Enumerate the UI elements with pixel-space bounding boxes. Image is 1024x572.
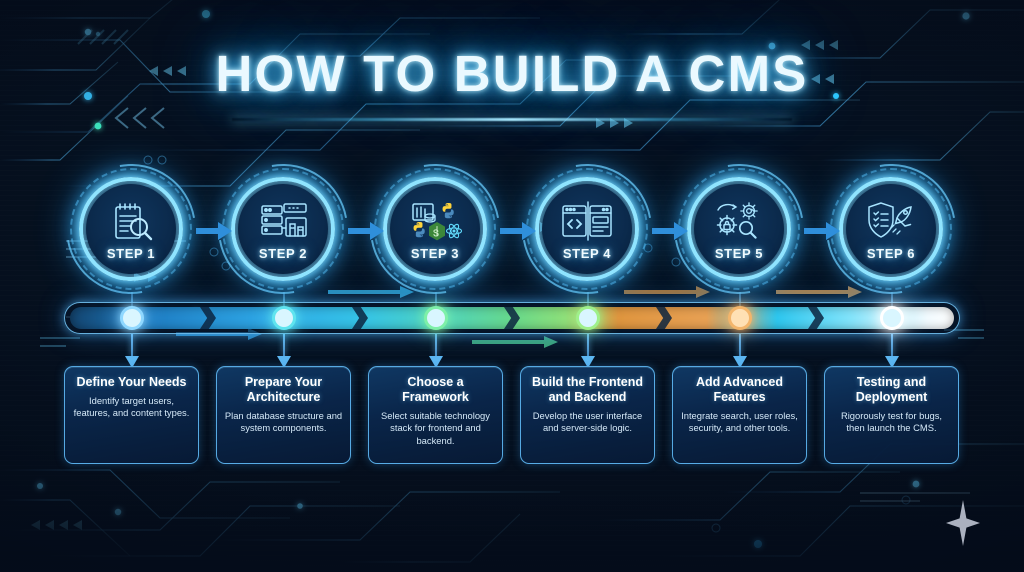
- step-card-1[interactable]: Define Your Needs Identify target users,…: [64, 366, 199, 464]
- step-label: STEP 2: [258, 245, 308, 261]
- drop-4: [581, 334, 595, 368]
- ring-inner: STEP 1: [86, 184, 176, 274]
- step-circle-row: STEP 1: [0, 138, 1024, 320]
- ring-inner: STEP 4: [542, 184, 632, 274]
- link-circle-4: [587, 292, 589, 310]
- link-circle-5: [739, 292, 741, 310]
- arrow-2-to-3: [348, 220, 386, 242]
- step-circle-6[interactable]: STEP 6: [800, 138, 982, 320]
- decor-arrow-b: [328, 286, 414, 298]
- code-window-icon: [560, 200, 614, 242]
- step-circle-3[interactable]: STEP 3: [344, 138, 526, 320]
- step-circle-1[interactable]: STEP 1: [40, 138, 222, 320]
- arrow-5-to-6: [804, 220, 842, 242]
- ring-inner: STEP 2: [238, 184, 328, 274]
- card-title: Define Your Needs: [76, 375, 187, 389]
- timeline-node-4[interactable]: [576, 306, 600, 330]
- shield-rocket-icon: [864, 200, 918, 242]
- card-title: Testing and Deployment: [855, 375, 928, 404]
- link-circle-3: [435, 292, 437, 310]
- card-title: Add Advanced Features: [695, 375, 784, 404]
- card-title: Build the Frontend and Backend: [531, 375, 644, 404]
- link-circle-2: [283, 292, 285, 310]
- page-title: HOW TO BUILD A CMS: [215, 45, 809, 102]
- card-title: Prepare Your Architecture: [244, 375, 323, 404]
- step-circle-4[interactable]: STEP 4: [496, 138, 678, 320]
- progress-timeline[interactable]: [64, 302, 960, 334]
- step-label: STEP 3: [410, 245, 460, 261]
- tech-stack-logos-icon: [408, 200, 463, 242]
- ring-inner: STEP 6: [846, 184, 936, 274]
- arrow-4-to-5: [652, 220, 690, 242]
- gears-lock-search-icon: [712, 200, 766, 242]
- step-circle-5[interactable]: STEP 5: [648, 138, 830, 320]
- step-card-5[interactable]: Add Advanced Features Integrate search, …: [672, 366, 807, 464]
- server-blueprint-icon: [256, 200, 310, 242]
- drop-2: [277, 334, 291, 368]
- step-card-3[interactable]: Choose a Framework Select suitable techn…: [368, 366, 503, 464]
- four-point-star-icon: [946, 500, 980, 546]
- step-circle-2[interactable]: STEP 2: [192, 138, 374, 320]
- step-card-6[interactable]: Testing and Deployment Rigorously test f…: [824, 366, 959, 464]
- card-description: Integrate search, user roles, security, …: [681, 409, 798, 434]
- ring-inner: STEP 3: [390, 184, 480, 274]
- decor-arrow-e: [776, 286, 862, 298]
- link-circle-6: [891, 292, 893, 310]
- timeline-node-5[interactable]: [728, 306, 752, 330]
- notepad-magnifier-icon: [104, 200, 158, 242]
- ring-inner: STEP 5: [694, 184, 784, 274]
- drop-6: [885, 334, 899, 368]
- drop-5: [733, 334, 747, 368]
- decor-arrow-d: [624, 286, 710, 298]
- step-card-2[interactable]: Prepare Your Architecture Plan database …: [216, 366, 351, 464]
- timeline-node-3[interactable]: [424, 306, 448, 330]
- timeline-node-2[interactable]: [272, 306, 296, 330]
- card-description: Select suitable technology stack for fro…: [381, 409, 490, 446]
- step-label: STEP 5: [714, 245, 764, 261]
- step-label: STEP 4: [562, 245, 612, 261]
- title-underline: [232, 118, 792, 121]
- arrow-1-to-2: [196, 220, 234, 242]
- ring-glow: [535, 177, 639, 281]
- card-description: Identify target users, features, and con…: [73, 394, 190, 419]
- card-description: Plan database structure and system compo…: [224, 409, 343, 434]
- timeline-fill: [70, 307, 954, 329]
- card-description: Rigorously test for bugs, then launch th…: [840, 409, 943, 434]
- ring-glow: [687, 177, 791, 281]
- drop-3: [429, 334, 443, 368]
- step-card-row: Define Your Needs Identify target users,…: [0, 366, 1024, 470]
- timeline-node-6[interactable]: [880, 306, 904, 330]
- step-card-4[interactable]: Build the Frontend and Backend Develop t…: [520, 366, 655, 464]
- decor-arrow-a: [176, 328, 262, 340]
- drop-1: [125, 334, 139, 368]
- step-label: STEP 6: [866, 245, 916, 261]
- ring-glow: [383, 177, 487, 281]
- card-title: Choose a Framework: [402, 375, 469, 404]
- decor-arrow-c: [472, 336, 558, 348]
- step-label: STEP 1: [106, 245, 156, 261]
- timeline-node-1[interactable]: [120, 306, 144, 330]
- arrow-3-to-4: [500, 220, 538, 242]
- link-circle-1: [131, 292, 133, 310]
- title-block: HOW TO BUILD A CMS: [0, 44, 1024, 103]
- ring-glow: [839, 177, 943, 281]
- card-description: Develop the user interface and server-si…: [532, 409, 643, 434]
